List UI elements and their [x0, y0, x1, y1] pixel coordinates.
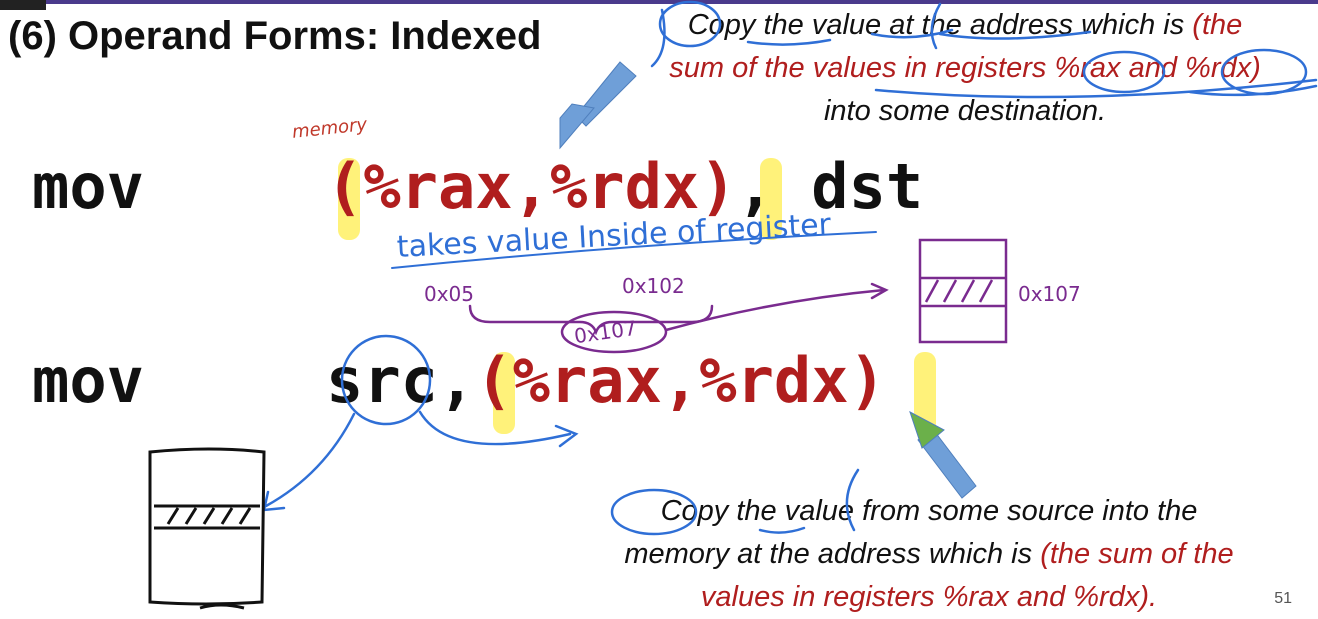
bottom-note-line-2-text: memory at the address which is [624, 538, 1041, 570]
memory-box-outline [918, 238, 1008, 344]
top-note-line-1-red: (the [1192, 9, 1243, 41]
copy-circle-bottom [610, 488, 698, 536]
destination-memory-box [918, 238, 1008, 344]
slide-arrow-up [909, 410, 977, 499]
sum-circle [560, 310, 668, 354]
bottom-note-line-2: memory at the address which is (the sum … [566, 533, 1292, 576]
top-corner-marker [0, 0, 46, 10]
highlight-mark [338, 158, 360, 240]
top-accent-bar [0, 0, 1318, 4]
handwritten-hex-rax: 0x05 [424, 282, 475, 306]
sum-to-memory-arrow [664, 288, 886, 332]
src-circle [340, 334, 432, 426]
instruction-2-mnemonic: mov [32, 344, 144, 417]
top-note-line-3: into some destination. [823, 95, 1107, 127]
source-box-outline [148, 447, 266, 606]
instruction-2-memory-operand: %rax,%rdx [512, 344, 849, 417]
slide-arrow-down [559, 61, 637, 150]
highlight-mark [914, 352, 936, 434]
handwritten-hex-destination: 0x107 [1018, 282, 1081, 306]
instruction-2-paren-open: ( [475, 344, 513, 417]
bottom-note: Copy the value from some source into the… [566, 490, 1292, 619]
top-note-ink [650, 0, 1318, 99]
bottom-note-line-2-red: (the sum of the [1040, 538, 1234, 570]
handwritten-hex-rdx: 0x102 [622, 274, 685, 298]
src-to-source-box-curve [264, 412, 356, 508]
highlight-mark [493, 352, 515, 434]
address-sum-ink [468, 282, 889, 354]
memory-cell-hatch [924, 279, 994, 303]
instruction-1-paren-close: ) [699, 150, 737, 223]
source-ink [262, 334, 579, 512]
page-number: 51 [1274, 590, 1292, 607]
bottom-note-line-3-red: values in registers %rax and %rdx) [700, 581, 1149, 613]
instruction-1-operands: (%rax,%rdx), dst [326, 150, 923, 223]
rax-circle [1082, 50, 1166, 94]
source-memory-box [148, 447, 266, 610]
takes-value-underline [391, 231, 877, 269]
instruction-1-destination: , dst [736, 150, 924, 223]
bottom-note-line-3: values in registers %rax and %rdx). [566, 576, 1292, 619]
bottom-note-line-3-period: . [1149, 581, 1158, 613]
instruction-2-paren-close: ) [848, 344, 886, 417]
slide-title: (6) Operand Forms: Indexed [8, 14, 542, 58]
highlight-mark [760, 158, 782, 240]
bottom-note-line-1: Copy the value from some source into the [660, 495, 1198, 527]
src-to-dest-curve [418, 410, 572, 446]
instruction-1-mnemonic: mov [32, 150, 144, 223]
instruction-1-paren-open: ( [326, 150, 364, 223]
source-cell-hatch [166, 507, 252, 525]
copy-circle [658, 0, 722, 48]
instruction-1-memory-operand: %rax,%rdx [363, 150, 700, 223]
bottom-note-ink [610, 468, 860, 536]
